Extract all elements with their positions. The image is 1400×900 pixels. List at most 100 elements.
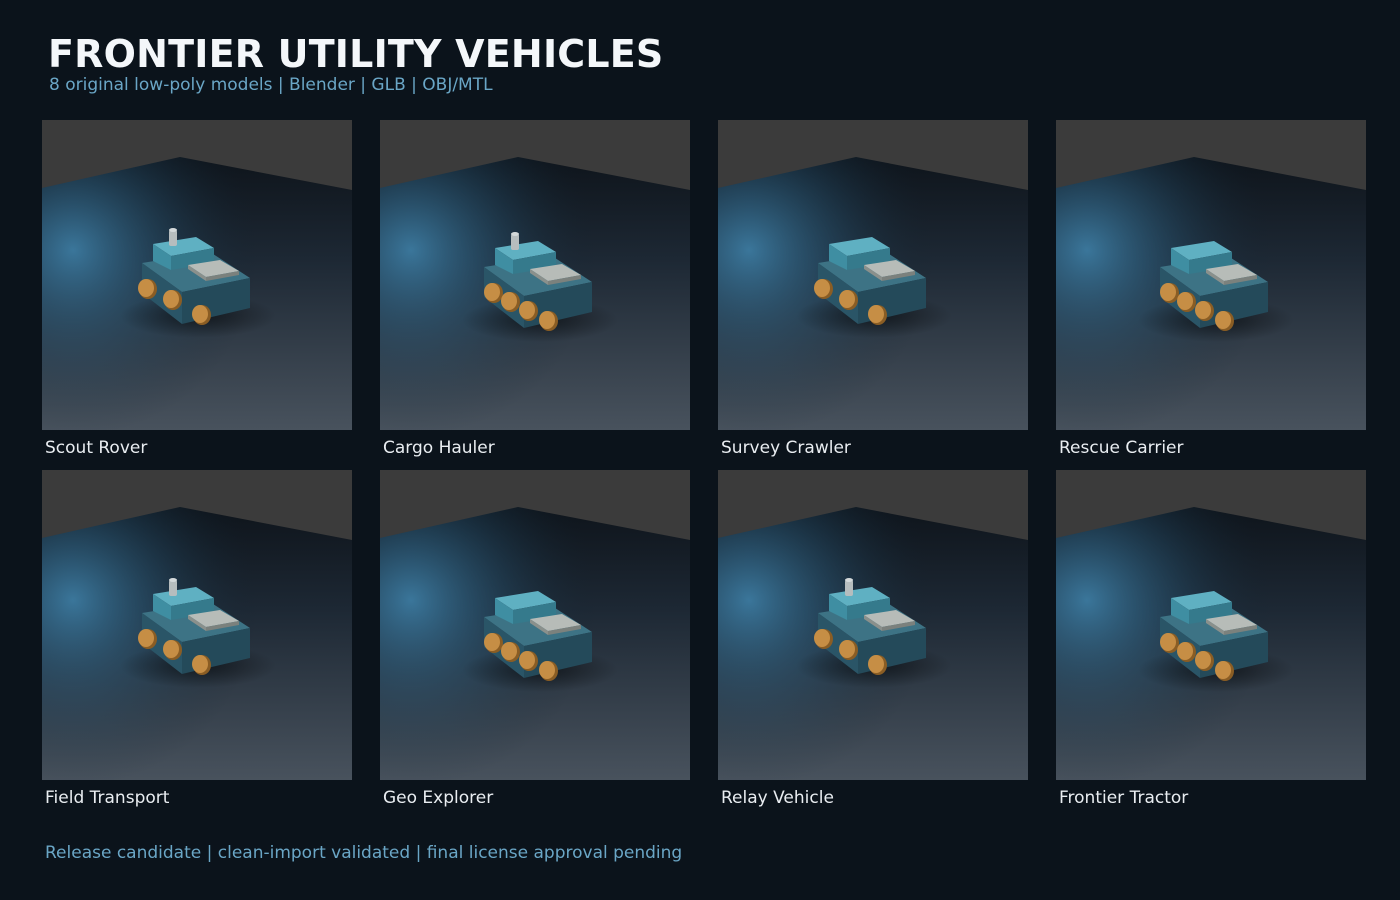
model-name: Survey Crawler	[721, 438, 851, 458]
model-name: Relay Vehicle	[721, 788, 834, 808]
model-card[interactable]: Rescue Carrier	[1056, 120, 1366, 470]
wheel	[868, 655, 884, 673]
cargo-plate-side	[206, 621, 239, 631]
model-thumbnail[interactable]	[718, 120, 1028, 430]
model-name: Frontier Tractor	[1059, 788, 1189, 808]
antenna	[511, 234, 519, 250]
model-thumbnail[interactable]	[42, 470, 352, 780]
cargo-plate-side	[882, 271, 915, 281]
page-title: FRONTIER UTILITY VEHICLES	[48, 32, 664, 76]
back-wall	[718, 120, 1028, 190]
cargo-plate-top	[1206, 264, 1257, 281]
cab-top	[495, 591, 556, 610]
cargo-plate-top	[530, 614, 581, 631]
cab-top	[153, 587, 214, 606]
model-card[interactable]: Frontier Tractor	[1056, 470, 1366, 820]
cargo-plate-front	[1206, 619, 1224, 635]
wheel	[501, 292, 517, 310]
antenna-tip	[169, 228, 177, 232]
cargo-plate-top	[864, 260, 915, 277]
model-grid: Scout Rover Cargo Hauler Survey Crawler …	[42, 120, 1366, 820]
wheel	[138, 279, 154, 297]
antenna-tip	[845, 578, 853, 582]
wheel	[163, 290, 179, 308]
wheel	[1160, 633, 1176, 651]
model-name: Rescue Carrier	[1059, 438, 1184, 458]
back-wall	[1056, 120, 1366, 190]
wheel	[192, 655, 208, 673]
model-thumbnail[interactable]	[380, 470, 690, 780]
back-wall	[42, 470, 352, 540]
cargo-plate-top	[864, 610, 915, 627]
antenna	[169, 580, 177, 596]
vehicle-model	[796, 237, 952, 338]
wheel	[519, 301, 535, 319]
antenna	[845, 580, 853, 596]
vehicle-model	[1138, 591, 1294, 692]
wheel	[839, 290, 855, 308]
cargo-plate-front	[530, 619, 548, 635]
cargo-plate-front	[530, 269, 548, 285]
status-footer: Release candidate | clean-import validat…	[45, 843, 683, 863]
cab-top	[1171, 591, 1232, 610]
wheel	[138, 629, 154, 647]
model-card[interactable]: Relay Vehicle	[718, 470, 1028, 820]
page-subtitle: 8 original low-poly models | Blender | G…	[49, 75, 493, 95]
model-card[interactable]: Survey Crawler	[718, 120, 1028, 470]
cargo-plate-side	[1224, 625, 1257, 635]
model-card[interactable]: Field Transport	[42, 470, 352, 820]
vehicle-model	[796, 578, 952, 688]
model-name: Geo Explorer	[383, 788, 494, 808]
back-wall	[1056, 470, 1366, 540]
cab-front	[495, 248, 513, 274]
vehicle-model	[120, 228, 276, 338]
cab-top	[829, 587, 890, 606]
cargo-plate-top	[530, 264, 581, 281]
wheel	[539, 661, 555, 679]
cab-front	[1171, 598, 1189, 624]
cargo-plate-top	[188, 260, 239, 277]
model-name: Field Transport	[45, 788, 170, 808]
wheel	[519, 651, 535, 669]
cab-top	[829, 237, 890, 256]
vehicle-model	[120, 578, 276, 688]
cab-front	[1171, 248, 1189, 274]
wheel	[1160, 283, 1176, 301]
cargo-plate-front	[864, 615, 882, 631]
model-thumbnail[interactable]	[718, 470, 1028, 780]
wheel	[192, 305, 208, 323]
model-card[interactable]: Scout Rover	[42, 120, 352, 470]
cargo-plate-side	[548, 625, 581, 635]
wheel	[1215, 311, 1231, 329]
model-thumbnail[interactable]	[42, 120, 352, 430]
cab-front	[153, 244, 171, 270]
model-card[interactable]: Geo Explorer	[380, 470, 690, 820]
antenna-tip	[169, 578, 177, 582]
wheel	[814, 629, 830, 647]
cargo-plate-side	[206, 271, 239, 281]
cargo-plate-side	[882, 621, 915, 631]
model-name: Scout Rover	[45, 438, 148, 458]
model-card[interactable]: Cargo Hauler	[380, 120, 690, 470]
cab-front	[829, 244, 847, 270]
wheel	[1195, 301, 1211, 319]
wheel	[868, 305, 884, 323]
cab-front	[495, 598, 513, 624]
cab-front	[153, 594, 171, 620]
back-wall	[42, 120, 352, 190]
wheel	[484, 283, 500, 301]
model-name: Cargo Hauler	[383, 438, 495, 458]
model-thumbnail[interactable]	[1056, 120, 1366, 430]
cab-top	[1171, 241, 1232, 260]
vehicle-model	[462, 232, 618, 342]
wheel	[163, 640, 179, 658]
cargo-plate-front	[188, 265, 206, 281]
cargo-plate-front	[864, 265, 882, 281]
vehicle-model	[1138, 241, 1294, 342]
model-thumbnail[interactable]	[1056, 470, 1366, 780]
model-thumbnail[interactable]	[380, 120, 690, 430]
cab-front	[829, 594, 847, 620]
cargo-plate-top	[188, 610, 239, 627]
wheel	[1215, 661, 1231, 679]
cargo-plate-front	[188, 615, 206, 631]
